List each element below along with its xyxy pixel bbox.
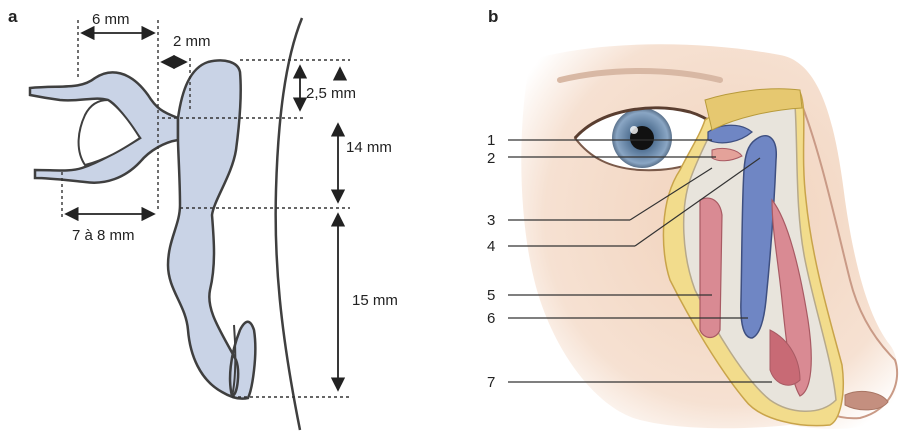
callout-3: 3: [487, 212, 495, 229]
panel-a: a 6 mm: [8, 7, 398, 430]
dim-label-15mm: 15 mm: [352, 292, 398, 309]
callout-2: 2: [487, 150, 495, 167]
callout-1: 1: [487, 132, 495, 149]
callout-5: 5: [487, 287, 495, 304]
callout-6: 6: [487, 310, 495, 327]
dim-label-2-5mm: 2,5 mm: [306, 85, 356, 102]
lacrimal-sac-duct: [168, 60, 255, 398]
callout-numbers: 1 2 3 4 5 6 7: [487, 132, 495, 391]
panel-b: b: [487, 7, 898, 429]
dim-label-14mm: 14 mm: [346, 139, 392, 156]
skin-outline-curve: [276, 18, 302, 430]
panel-b-letter: b: [488, 7, 498, 26]
dim-label-2mm: 2 mm: [173, 33, 211, 50]
callout-7: 7: [487, 374, 495, 391]
dim-label-6mm: 6 mm: [92, 11, 130, 28]
dim-label-7-8mm: 7 à 8 mm: [72, 227, 135, 244]
panel-a-letter: a: [8, 7, 18, 26]
callout-4: 4: [487, 238, 495, 255]
